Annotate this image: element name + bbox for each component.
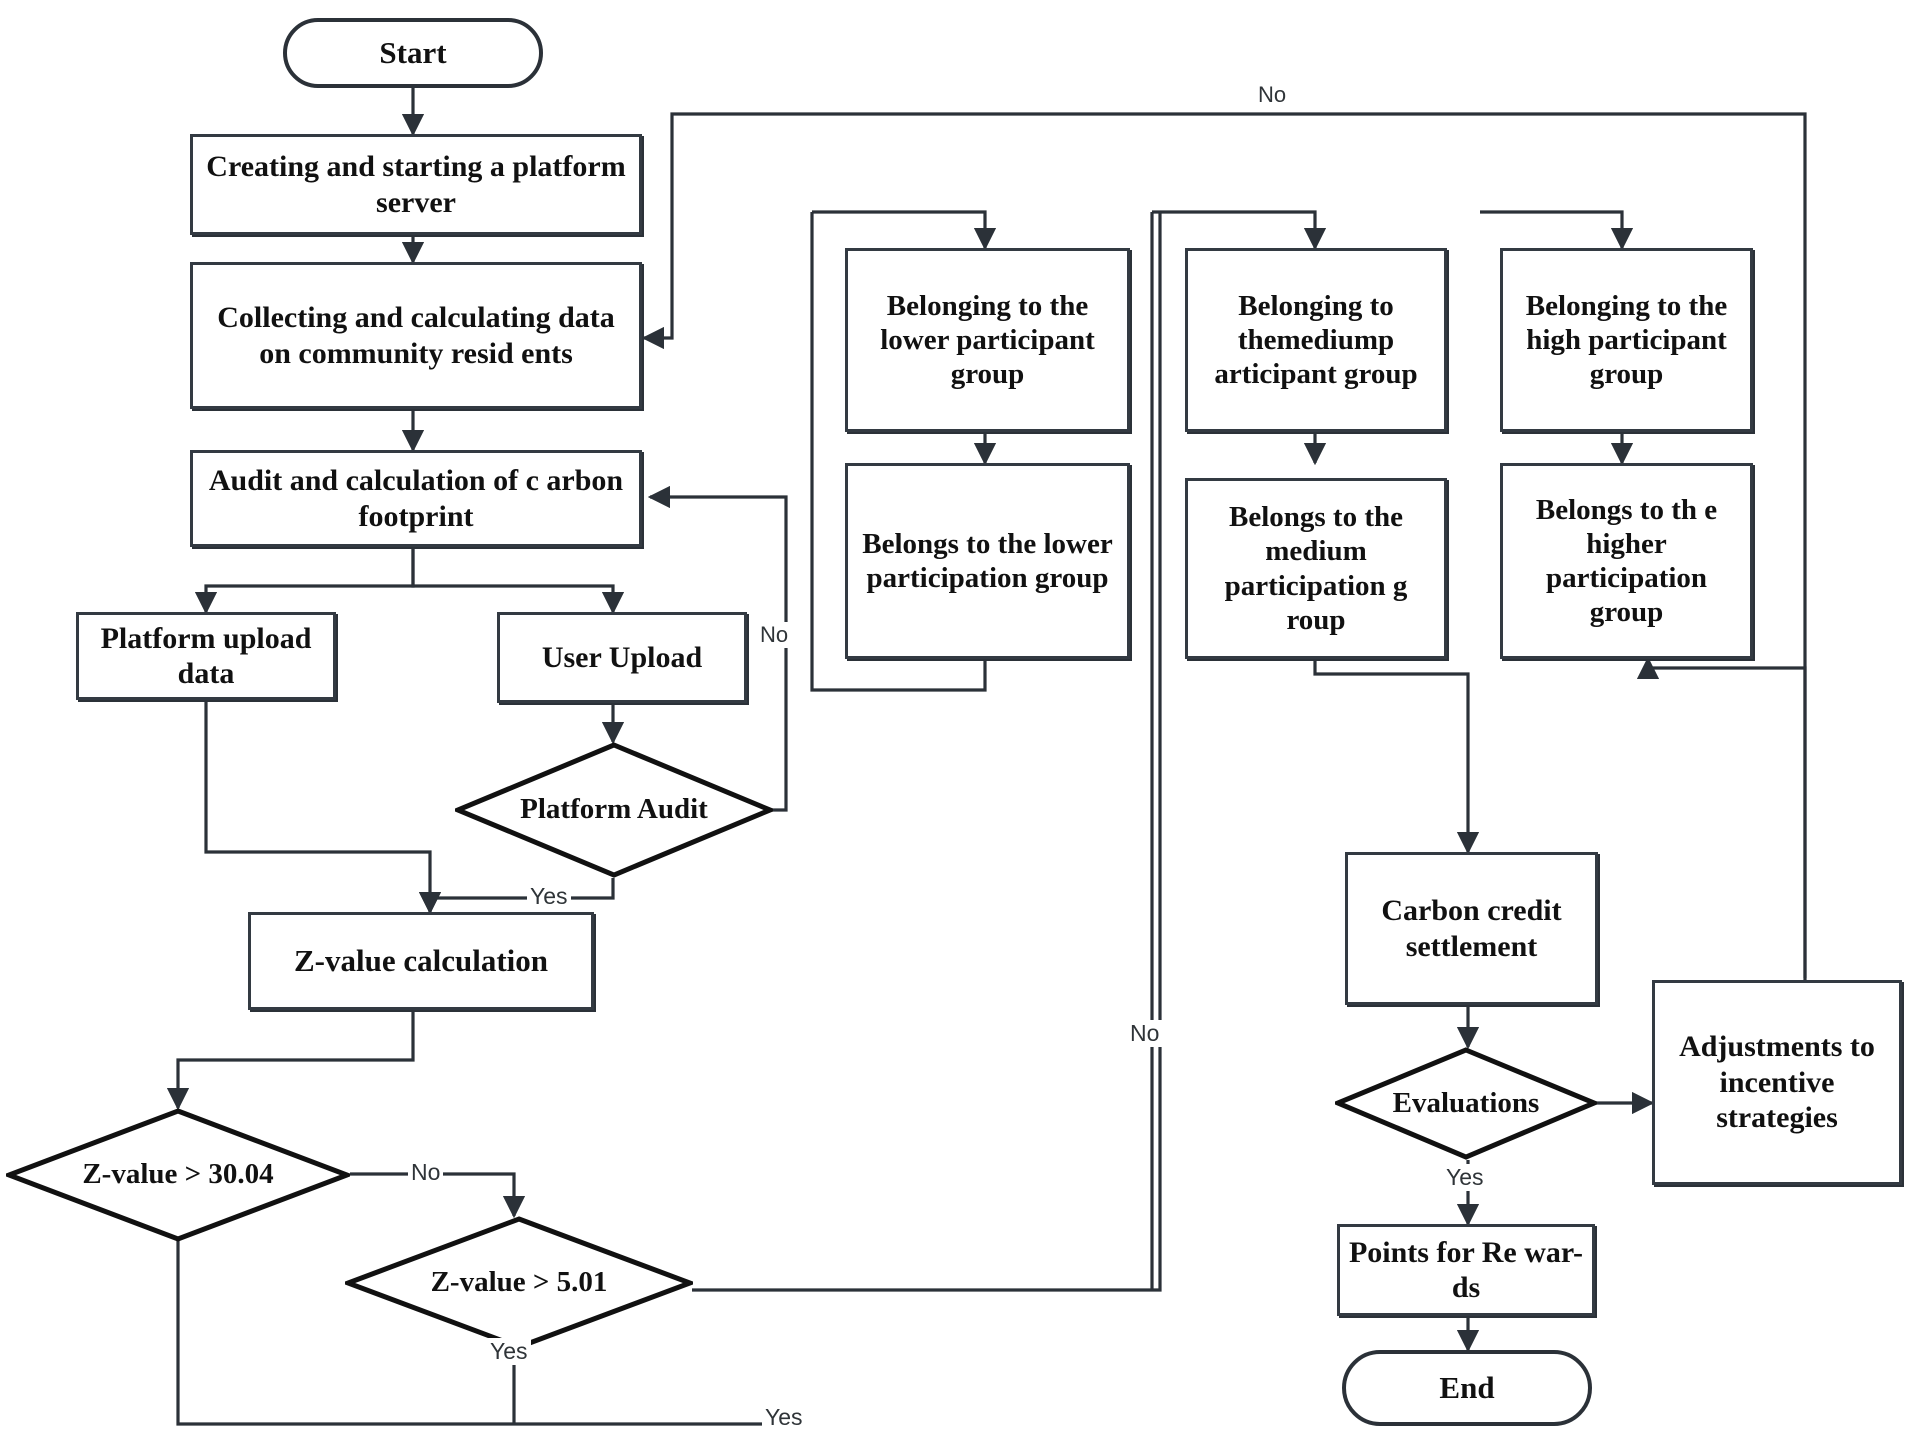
node-start[interactable]: Start xyxy=(283,18,543,88)
node-z-gt-3004-label: Z-value > 30.04 xyxy=(82,1158,274,1191)
node-audit-calc[interactable]: Audit and calculation of c arbon footpri… xyxy=(190,450,642,547)
node-belongs-lower-participation-label: Belongs to the lower participation group xyxy=(862,527,1113,594)
node-belongs-higher-participation[interactable]: Belongs to th e higher participation gro… xyxy=(1500,463,1753,659)
node-z-gt-501-label: Z-value > 5.01 xyxy=(430,1266,608,1299)
edge-label-z3004-no: No xyxy=(408,1159,444,1186)
edge-label-z3004-yes: Yes xyxy=(762,1404,806,1431)
node-z-value-calc[interactable]: Z-value calculation xyxy=(248,912,594,1010)
node-belong-medium-participant-label: Belonging to themediump articipant group xyxy=(1214,289,1418,391)
edge-label-platform-audit-no: No xyxy=(757,622,792,648)
node-belongs-higher-participation-label: Belongs to th e higher participation gro… xyxy=(1535,493,1718,629)
edge-label-z501-no: No xyxy=(1127,1020,1163,1047)
node-platform-audit[interactable]: Platform Audit xyxy=(455,742,773,878)
node-collect-data-label: Collecting and calculating data on commu… xyxy=(217,301,615,370)
platform-audit-shape xyxy=(455,742,773,878)
z-gt-3004-shape xyxy=(6,1108,350,1242)
node-carbon-credit-settlement[interactable]: Carbon credit settlement xyxy=(1345,852,1598,1005)
edge-label-z501-yes: Yes xyxy=(487,1338,531,1365)
node-points-rewards-label: Points for Re war-ds xyxy=(1348,1235,1584,1304)
node-belongs-medium-participation[interactable]: Belongs to the medium participation g ro… xyxy=(1185,478,1447,659)
node-platform-upload[interactable]: Platform upload data xyxy=(76,612,336,700)
node-end[interactable]: End xyxy=(1342,1350,1592,1426)
node-user-upload[interactable]: User Upload xyxy=(497,612,747,703)
node-belongs-medium-participation-label: Belongs to the medium participation g ro… xyxy=(1224,501,1408,636)
edge-label-evaluations-yes: Yes xyxy=(1443,1164,1487,1191)
node-carbon-credit-settlement-label: Carbon credit settlement xyxy=(1381,894,1562,963)
node-collect-data[interactable]: Collecting and calculating data on commu… xyxy=(190,262,642,409)
node-start-label: Start xyxy=(379,34,447,70)
node-create-server-label: Creating and starting a platform server xyxy=(206,150,626,219)
node-evaluations[interactable]: Evaluations xyxy=(1335,1047,1597,1160)
node-platform-audit-label: Platform Audit xyxy=(520,793,708,826)
node-belong-high-participant-label: Belonging to the high participant group xyxy=(1525,289,1728,391)
node-evaluations-label: Evaluations xyxy=(1392,1086,1540,1119)
node-z-value-calc-label: Z-value calculation xyxy=(293,942,549,978)
node-points-rewards[interactable]: Points for Re war-ds xyxy=(1337,1224,1595,1316)
node-belong-lower-participant[interactable]: Belonging to the lower participant group xyxy=(845,248,1130,432)
edge-label-top-no: No xyxy=(1255,82,1290,108)
node-z-gt-3004[interactable]: Z-value > 30.04 xyxy=(6,1108,350,1242)
edge-label-platform-audit-yes: Yes xyxy=(527,883,571,910)
node-end-label: End xyxy=(1439,1369,1495,1405)
node-belong-lower-participant-label: Belonging to the lower participant group xyxy=(880,289,1095,391)
node-adjustments-label: Adjustments to incentive strategies xyxy=(1679,1030,1875,1135)
node-belongs-lower-participation[interactable]: Belongs to the lower participation group xyxy=(845,463,1130,659)
node-audit-calc-label: Audit and calculation of c arbon footpri… xyxy=(208,464,624,533)
node-platform-upload-label: Platform upload data xyxy=(100,621,312,690)
node-create-server[interactable]: Creating and starting a platform server xyxy=(190,134,642,235)
node-user-upload-label: User Upload xyxy=(541,640,703,674)
node-z-gt-501[interactable]: Z-value > 5.01 xyxy=(345,1216,693,1350)
node-belong-high-participant[interactable]: Belonging to the high participant group xyxy=(1500,248,1753,432)
node-adjustments[interactable]: Adjustments to incentive strategies xyxy=(1652,980,1902,1185)
node-belong-medium-participant[interactable]: Belonging to themediump articipant group xyxy=(1185,248,1447,432)
evaluations-shape xyxy=(1335,1047,1597,1160)
